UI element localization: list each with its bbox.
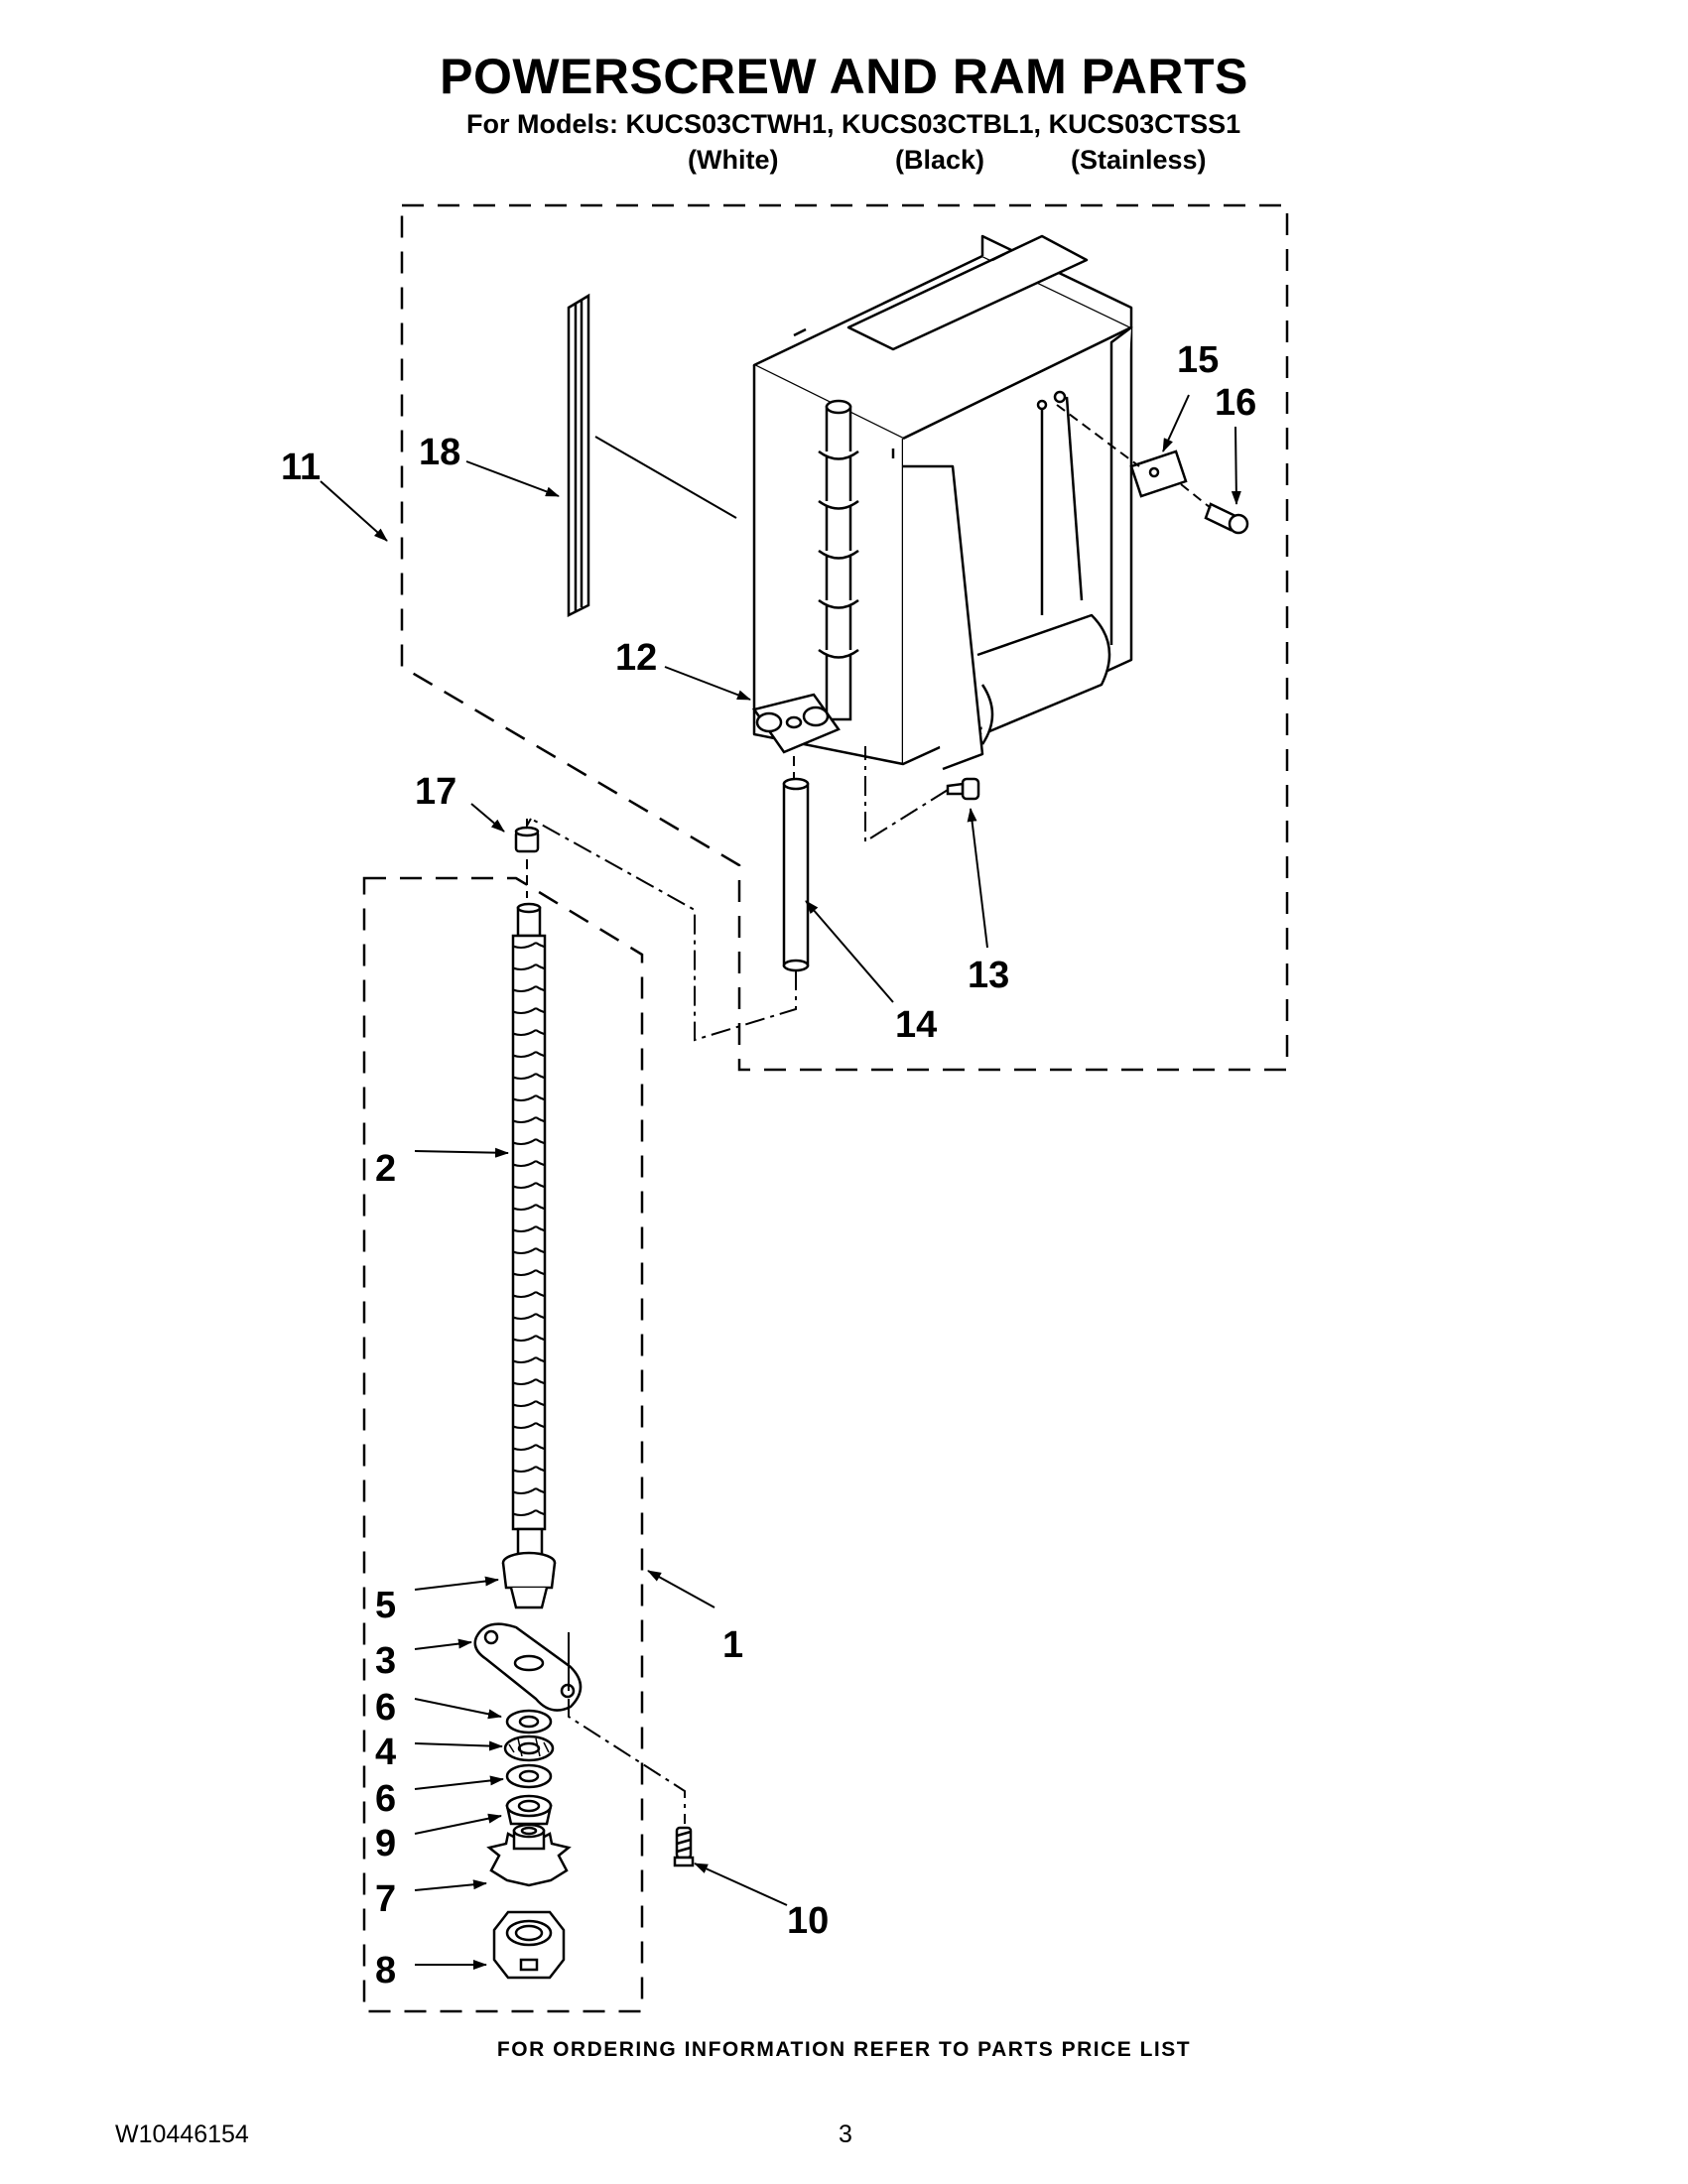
callout-15: 15 (1177, 339, 1219, 381)
callout-6-upper: 6 (375, 1687, 396, 1729)
flange-plate-part-3 (473, 1622, 583, 1712)
callout-16: 16 (1215, 382, 1256, 424)
variant-stainless: (Stainless) (1071, 145, 1207, 175)
hinge-tube (818, 399, 859, 721)
variant-black: (Black) (895, 145, 985, 175)
bracket-part-15 (1129, 450, 1188, 498)
document-number: W10446154 (115, 2120, 249, 2148)
cap-part-17 (514, 826, 540, 853)
callout-12: 12 (615, 637, 657, 679)
callout-17: 17 (415, 771, 456, 813)
callout-18: 18 (419, 432, 460, 473)
callout-3: 3 (375, 1640, 396, 1682)
callout-7: 7 (375, 1878, 396, 1920)
washer-part-6-lower (505, 1763, 553, 1789)
callout-10: 10 (787, 1900, 829, 1942)
models-line: For Models: KUCS03CTWH1, KUCS03CTBL1, KU… (466, 109, 1241, 139)
pin-part-14 (782, 777, 810, 972)
sprocket-part-7 (486, 1823, 572, 1887)
ordering-note: FOR ORDERING INFORMATION REFER TO PARTS … (496, 2038, 1192, 2061)
callout-14: 14 (895, 1004, 937, 1046)
page-title: POWERSCREW AND RAM PARTS (440, 49, 1248, 104)
callout-4: 4 (375, 1732, 396, 1773)
ram-housing (752, 234, 1133, 771)
washer-part-6-upper (505, 1709, 553, 1734)
callout-1: 1 (722, 1624, 743, 1666)
powerscrew-assembly-boundary (362, 876, 644, 2013)
variant-white: (White) (688, 145, 779, 175)
link-bracket-part-12 (751, 693, 841, 754)
callout-11: 11 (281, 447, 321, 488)
callout-8: 8 (375, 1950, 396, 1991)
screw-part-10 (673, 1826, 695, 1867)
ram-assembly-boundary (400, 203, 1289, 1072)
page-number: 3 (839, 2120, 852, 2148)
callout-2: 2 (375, 1148, 396, 1190)
hex-nut-part-8 (492, 1910, 566, 1980)
screw-part-13 (946, 777, 980, 801)
gasket-strip-part-18 (567, 293, 590, 618)
spacer-part-9 (505, 1794, 553, 1826)
leader-lines (320, 394, 1241, 1970)
powerscrew-part-2 (511, 902, 547, 1557)
callout-5: 5 (375, 1585, 396, 1626)
callout-13: 13 (968, 955, 1009, 996)
callout-9: 9 (375, 1823, 396, 1864)
screw-part-16 (1204, 502, 1249, 535)
callout-6-lower: 6 (375, 1778, 396, 1820)
bearing-part-4 (503, 1734, 555, 1762)
collar-part-5 (501, 1551, 557, 1609)
